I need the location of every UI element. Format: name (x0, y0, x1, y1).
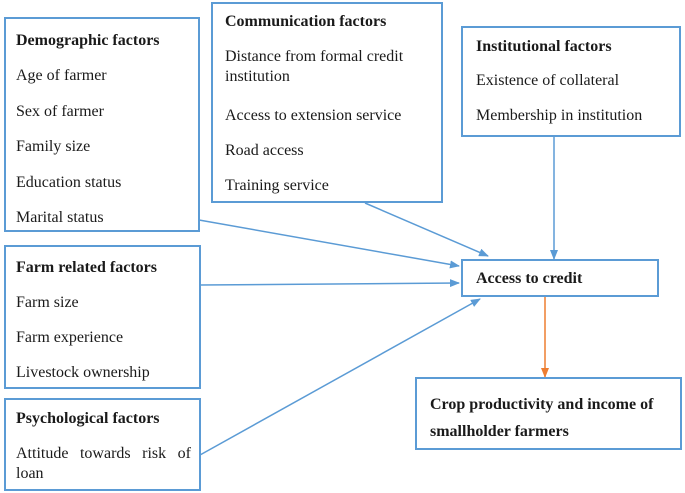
crop-productivity-box: Crop productivity and income of smallhol… (415, 377, 682, 450)
arrow-farm-to-access (199, 279, 460, 288)
demographic-item: Family size (16, 138, 91, 155)
arrow-demographic-to-access (198, 219, 460, 269)
institutional-factors-title: Institutional factors (476, 38, 612, 55)
demographic-item: Education status (16, 174, 122, 191)
communication-factors-title: Communication factors (225, 13, 387, 30)
institutional-factors-box: Institutional factors Existence of colla… (461, 26, 681, 137)
psychological-factors-title: Psychological factors (16, 410, 160, 427)
arrow-communication-to-access (364, 202, 489, 257)
institutional-item: Existence of collateral (476, 72, 620, 89)
demographic-item: Age of farmer (16, 67, 107, 84)
demographic-item: Marital status (16, 209, 104, 226)
communication-item: Road access (225, 142, 304, 159)
crop-productivity-title: Crop productivity and income of smallhol… (430, 396, 654, 440)
psychological-item: Attitude towards risk of loan (16, 445, 191, 482)
institutional-item: Membership in institution (476, 107, 643, 124)
demographic-item: Sex of farmer (16, 103, 104, 120)
access-to-credit-box: Access to credit (461, 259, 659, 297)
communication-item: Access to extension service (225, 107, 402, 124)
access-to-credit-title: Access to credit (476, 270, 583, 287)
farm-related-factors-box: Farm related factors Farm size Farm expe… (4, 245, 201, 389)
psychological-factors-box: Psychological factors Attitude towards r… (4, 398, 201, 491)
communication-item: Distance from formal credit institution (225, 48, 404, 85)
farm-item: Livestock ownership (16, 364, 150, 381)
demographic-factors-title: Demographic factors (16, 32, 160, 49)
farm-item: Farm size (16, 294, 79, 311)
farm-related-factors-title: Farm related factors (16, 259, 157, 276)
arrow-psychological-to-access (199, 298, 481, 456)
communication-factors-box: Communication factors Distance from form… (211, 2, 443, 203)
farm-item: Farm experience (16, 329, 124, 346)
communication-item: Training service (225, 177, 329, 194)
demographic-factors-box: Demographic factors Age of farmer Sex of… (4, 17, 200, 232)
